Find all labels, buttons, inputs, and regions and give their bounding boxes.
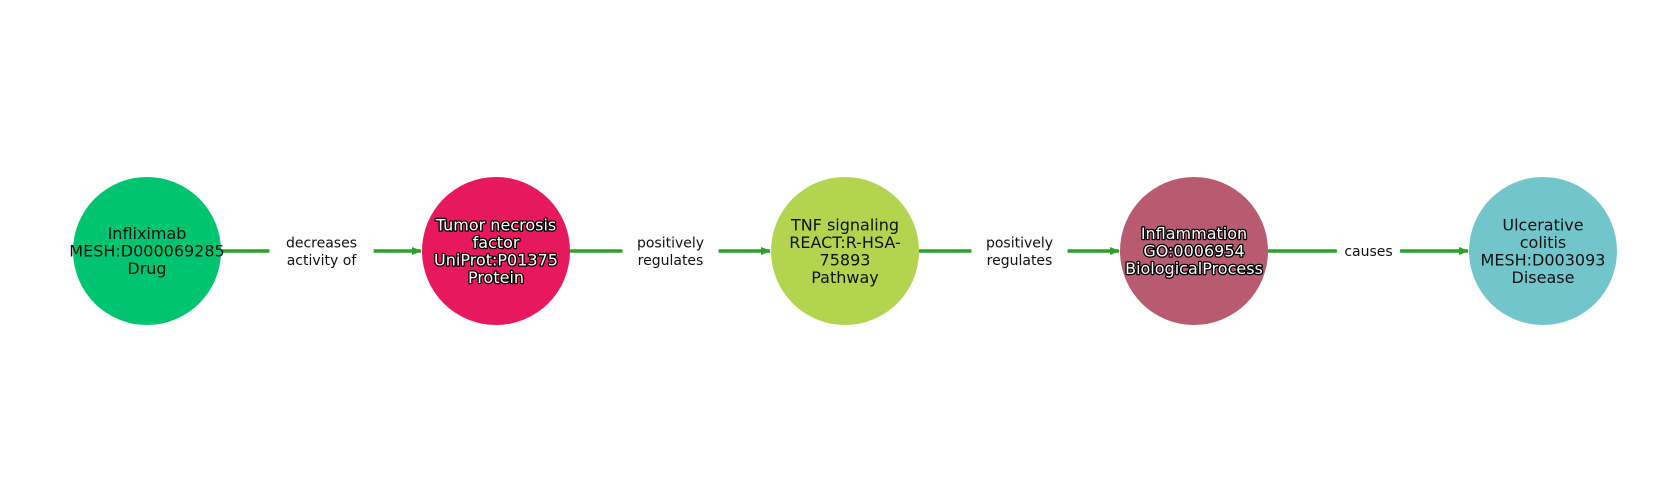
node-label-line: Protein <box>468 268 524 287</box>
edge-label-line: regulates <box>638 253 704 269</box>
edge-label-line: positively <box>986 235 1053 251</box>
node-label-line: Ulcerative <box>1502 215 1583 234</box>
node-label-line: colitis <box>1520 233 1567 252</box>
edge-label-line: activity of <box>287 253 358 269</box>
node-label-line: Pathway <box>811 268 879 287</box>
node-circle[interactable] <box>1469 177 1617 325</box>
edge-tnf-signaling-to-inflammation: positively regulates <box>919 230 1120 272</box>
node-circle[interactable] <box>73 177 221 325</box>
edge-label-background <box>622 230 719 272</box>
edge-label-background <box>1336 239 1401 263</box>
node-label-line: BiologicalProcess <box>1125 259 1263 278</box>
node-label-line: MESH:D000069285 <box>69 242 224 261</box>
node-label-line: Infliximab <box>108 224 187 243</box>
node-circle[interactable] <box>771 177 919 325</box>
node-label-line: Disease <box>1512 268 1575 287</box>
edge-label: decreases activity of <box>286 235 357 269</box>
node-label-line: Tumor necrosis <box>435 215 556 234</box>
edge-tnf-to-tnf-signaling: positively regulates <box>570 230 771 272</box>
edge-label-background <box>269 230 374 272</box>
node-label-line: Inflammation <box>1141 224 1247 243</box>
edge-label: positively regulates <box>637 235 704 269</box>
node-label-line: Drug <box>127 259 166 278</box>
node-label-line: REACT:R-HSA- <box>789 233 901 252</box>
node-label-line: GO:0006954 <box>1143 242 1244 261</box>
edge-label-line: regulates <box>987 253 1053 269</box>
node-label-line: 75893 <box>820 250 871 269</box>
edge-label-line: decreases <box>286 235 357 251</box>
node-circle[interactable] <box>1120 177 1268 325</box>
node-label-line: TNF signaling <box>790 215 899 234</box>
edge-label: positively regulates <box>986 235 1053 269</box>
node-circle[interactable] <box>422 177 570 325</box>
node-label-line: factor <box>473 233 520 252</box>
node-label-line: UniProt:P01375 <box>434 250 558 269</box>
edge-infliximab-to-tnf: decreases activity of <box>221 230 422 272</box>
edge-inflammation-to-ulcerative-colitis: causes <box>1268 239 1469 263</box>
edge-label-line: positively <box>637 235 704 251</box>
node-label-line: MESH:D003093 <box>1481 250 1606 269</box>
edge-label-line: causes <box>1344 244 1392 260</box>
edge-label-background <box>971 230 1068 272</box>
edge-label: causes <box>1344 244 1392 260</box>
